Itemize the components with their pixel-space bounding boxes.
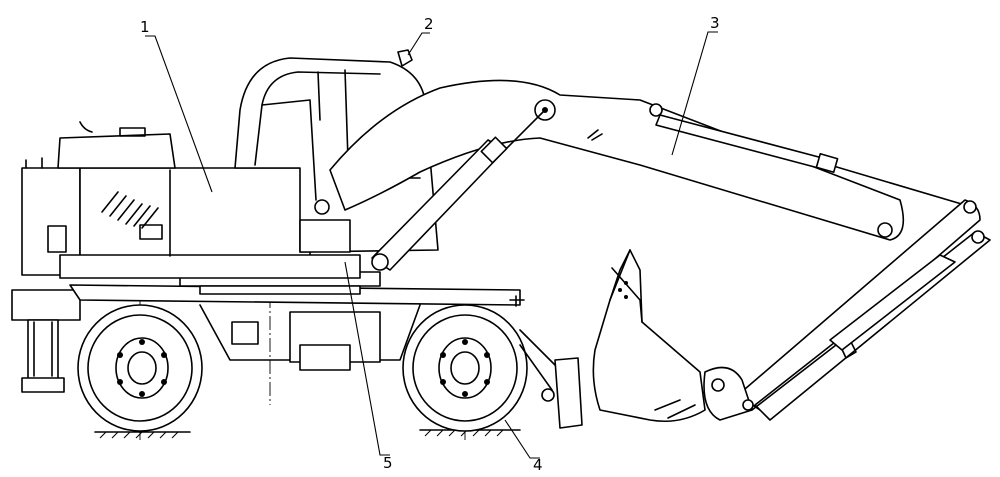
callout-5-label: 5 — [383, 454, 393, 472]
callout-3-label: 3 — [710, 14, 720, 32]
callout-1-label: 1 — [140, 18, 150, 36]
bucket-linkage — [703, 366, 754, 421]
front-wheel — [402, 304, 528, 432]
arm-cylinder — [649, 103, 966, 206]
boom-cylinder — [371, 109, 546, 271]
bucket-cylinder — [751, 254, 956, 411]
callout-2-leader — [407, 32, 430, 56]
bucket — [592, 249, 706, 423]
upper-structure — [21, 121, 361, 279]
callout-4-leader — [504, 419, 540, 459]
callout-2-label: 2 — [424, 15, 434, 33]
stabilizer-leg — [11, 289, 81, 393]
callout-5-leader — [344, 261, 390, 456]
callout-3-leader — [671, 31, 718, 156]
callout-4-label: 4 — [533, 456, 543, 474]
rear-wheel — [77, 304, 203, 432]
ground-left — [94, 431, 191, 439]
chassis-frame — [69, 284, 525, 371]
dozer-blade — [519, 329, 583, 429]
callout-1-leader — [145, 35, 213, 193]
